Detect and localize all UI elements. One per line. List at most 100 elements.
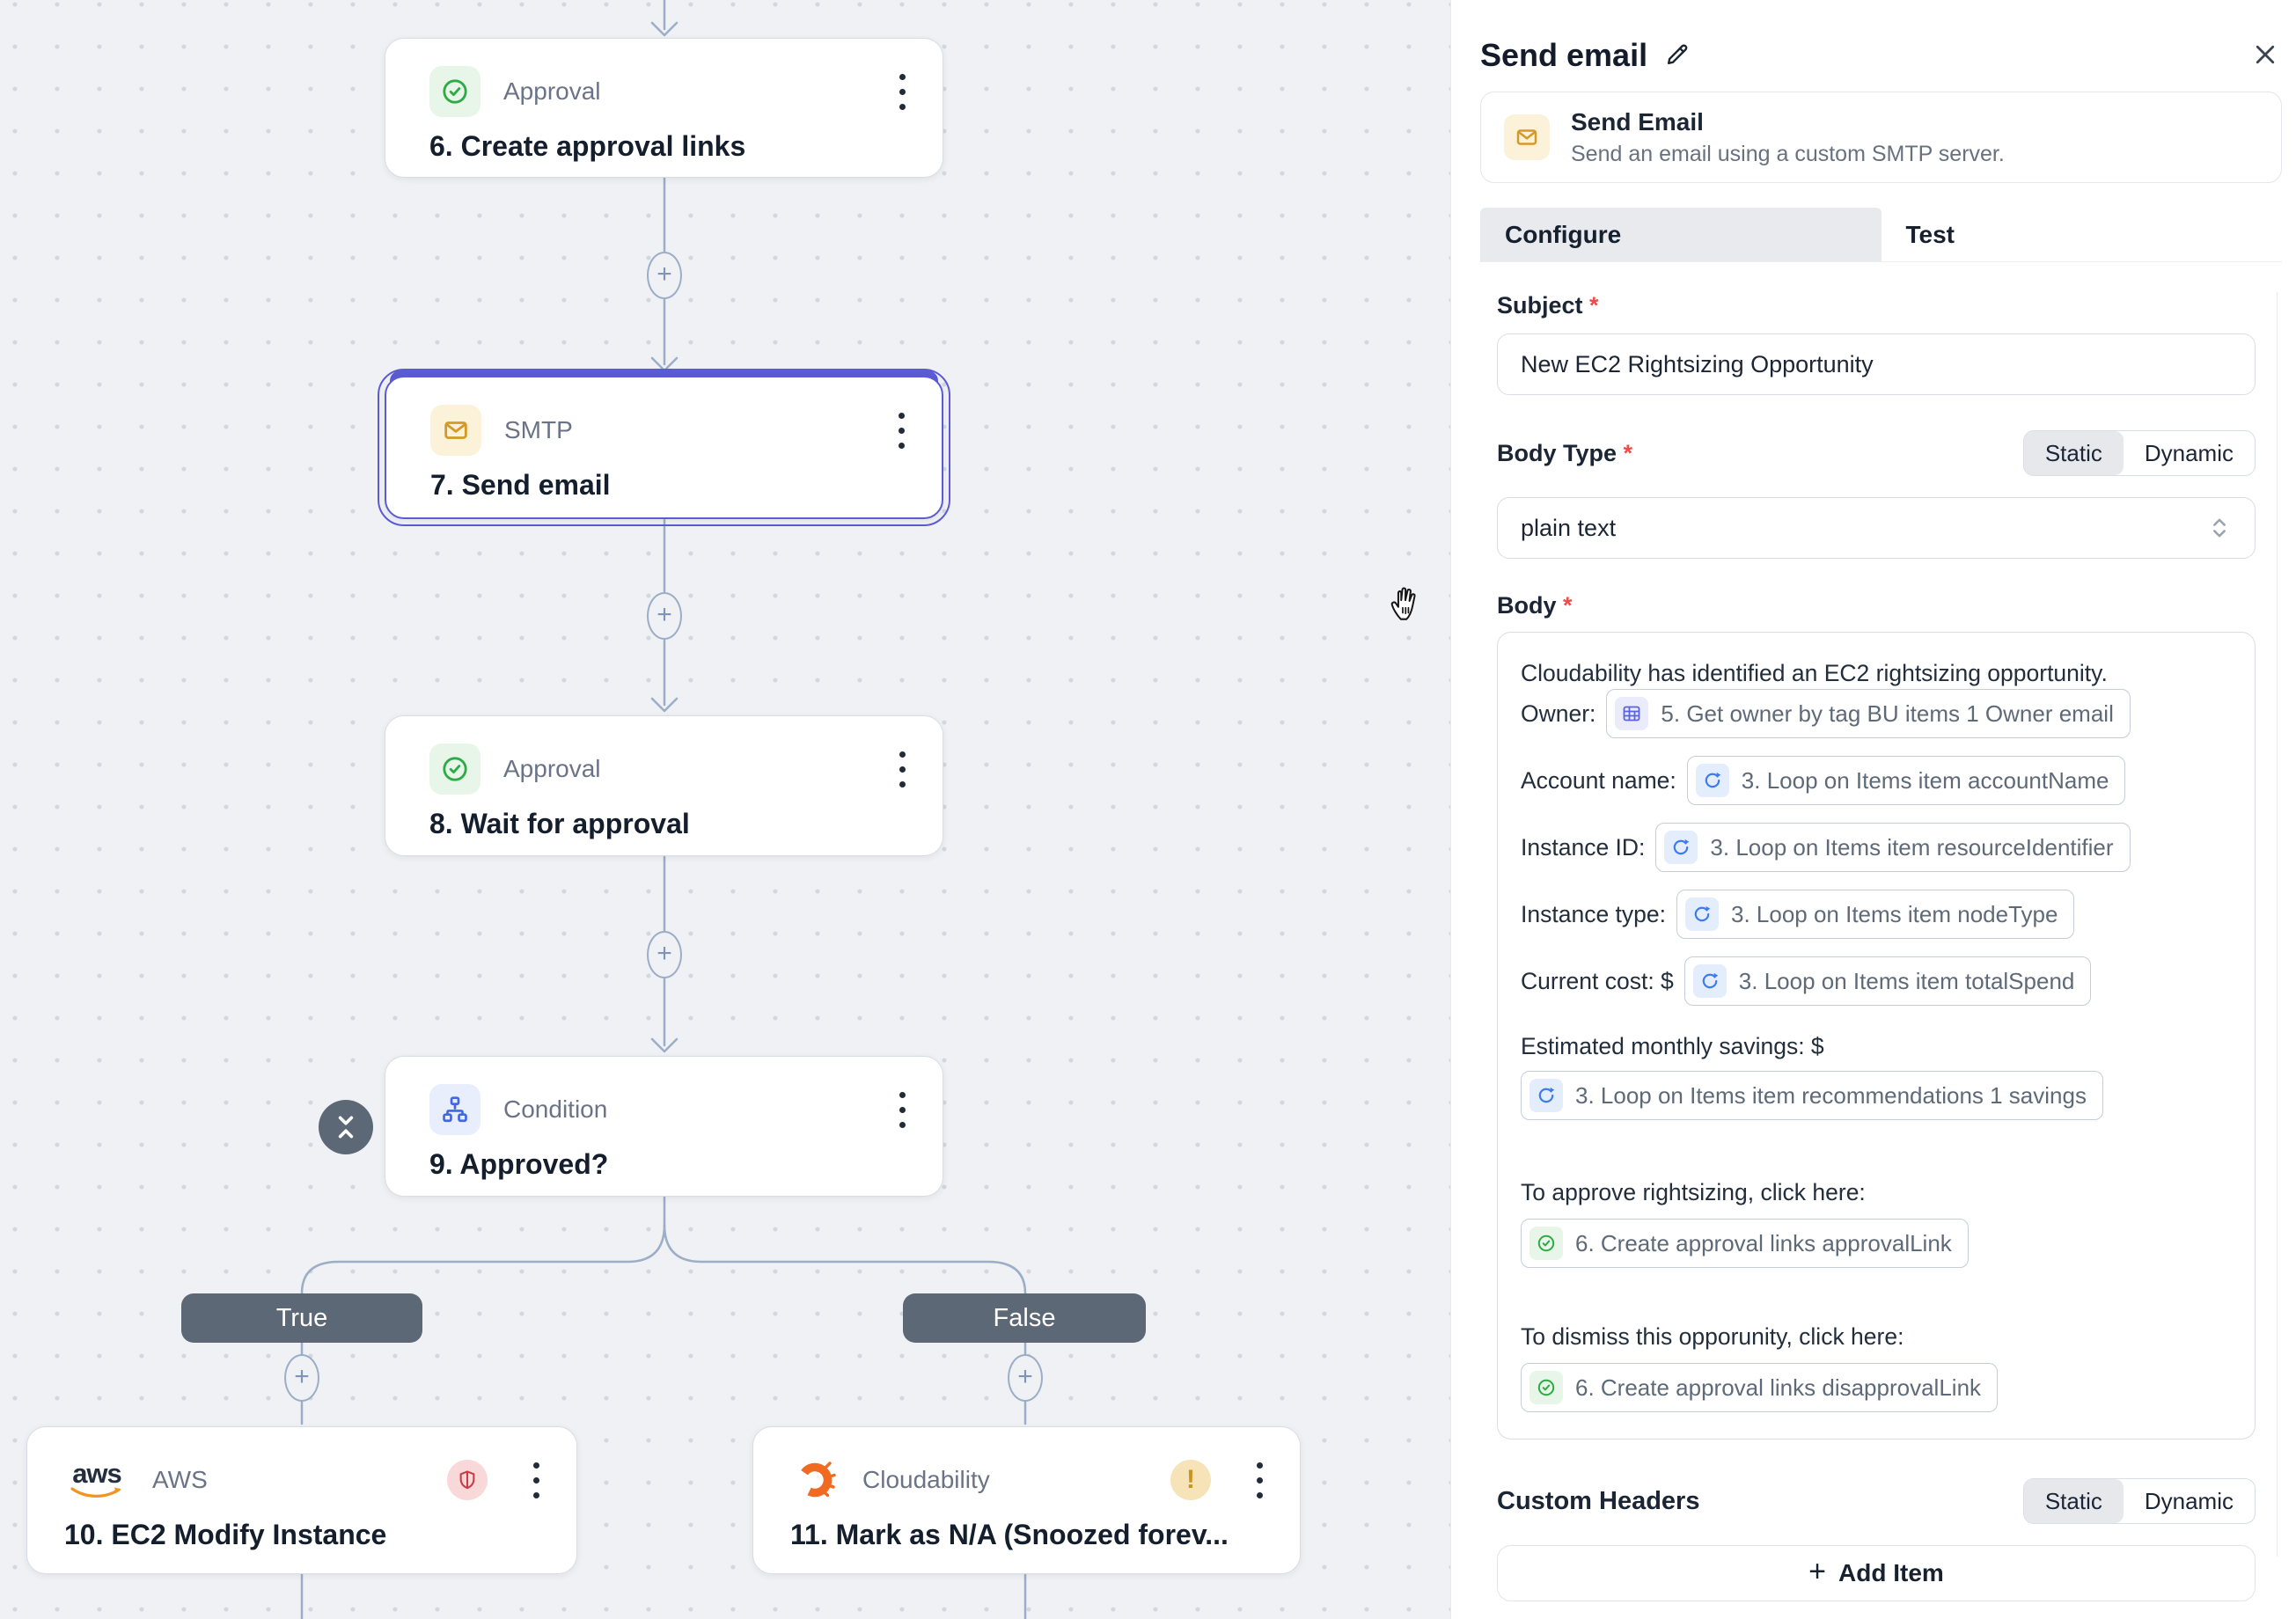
connector-edges [300, 0, 1027, 1619]
body-row-label: Current cost: $ [1521, 968, 1674, 994]
body-row-label: Owner: [1521, 700, 1596, 727]
node-menu-button[interactable] [893, 407, 910, 454]
token-chip[interactable]: 6. Create approval links disapprovalLink [1521, 1363, 1999, 1412]
token-chip[interactable]: 6. Create approval links approvalLink [1521, 1219, 1969, 1268]
close-panel-button[interactable] [2248, 38, 2282, 74]
tab-configure[interactable]: Configure [1480, 208, 1882, 261]
subject-label: Subject * [1497, 292, 1599, 319]
toggle-dynamic[interactable]: Dynamic [2144, 1487, 2234, 1514]
node-app-label: SMTP [504, 416, 573, 443]
token-chip-label: 6. Create approval links approvalLink [1575, 1229, 1952, 1256]
warning-badge: ! [1170, 1460, 1211, 1500]
savings-label: Estimated monthly savings: $ [1521, 1033, 1824, 1059]
body-editor[interactable]: Cloudability has identified an EC2 right… [1497, 632, 2256, 1440]
add-step-button[interactable]: + [647, 931, 682, 978]
approval-check-icon [1529, 1227, 1563, 1260]
cloudability-logo-icon [790, 1455, 840, 1505]
plus-icon: + [1017, 1362, 1033, 1391]
plus-icon: + [294, 1362, 310, 1391]
selection-ring [378, 369, 950, 526]
token-chip-label: 6. Create approval links disapprovalLink [1575, 1374, 1982, 1401]
node-app-label: Approval [503, 77, 601, 105]
body-row-label: Account name: [1521, 767, 1676, 794]
approval-check-icon [429, 66, 480, 117]
node-menu-button[interactable] [1251, 1457, 1268, 1504]
toggle-static[interactable]: Static [2023, 1479, 2124, 1523]
config-form: Subject * New EC2 Rightsizing Opportunit… [1480, 292, 2278, 1601]
node-menu-button[interactable] [528, 1457, 545, 1504]
shield-icon [459, 1470, 475, 1490]
node-create-approval-links[interactable]: Approval 6. Create approval links [385, 38, 943, 178]
token-chip[interactable]: 5. Get owner by tag BU items 1 Owner ema… [1606, 689, 2131, 738]
token-chip-label: 3. Loop on Items item nodeType [1731, 900, 2058, 927]
plus-icon: + [1808, 1555, 1827, 1588]
send-email-icon [1504, 114, 1550, 160]
loop-icon [1692, 964, 1727, 998]
node-send-email[interactable]: SMTP 7. Send email [385, 376, 943, 519]
subject-input[interactable]: New EC2 Rightsizing Opportunity [1497, 333, 2256, 395]
token-chip[interactable]: 3. Loop on Items item resourceIdentifier [1655, 823, 2131, 872]
add-step-button[interactable]: + [284, 1354, 319, 1402]
tab-test[interactable]: Test [1881, 208, 2282, 261]
branch-false-pill[interactable]: False [903, 1293, 1146, 1343]
body-label: Body * [1497, 592, 1573, 619]
add-item-label: Add Item [1838, 1559, 1944, 1586]
branch-false-label: False [993, 1303, 1056, 1332]
toggle-dynamic[interactable]: Dynamic [2144, 439, 2234, 466]
body-type-label: Body Type * [1497, 439, 1633, 466]
token-chip[interactable]: 3. Loop on Items item accountName [1686, 756, 2126, 805]
token-chip[interactable]: 3. Loop on Items item nodeType [1676, 890, 2075, 939]
node-app-label: AWS [152, 1466, 208, 1493]
collapse-vertical-icon [338, 1116, 354, 1139]
node-menu-button[interactable] [894, 1087, 911, 1133]
node-app-label: Cloudability [862, 1466, 990, 1493]
approve-label: To approve rightsizing, click here: [1521, 1179, 1866, 1205]
node-menu-button[interactable] [894, 69, 911, 115]
config-tabs: Configure Test [1480, 208, 2282, 262]
branch-true-label: True [275, 1303, 328, 1332]
token-chip-label: 3. Loop on Items item recommendations 1 … [1575, 1081, 2087, 1109]
condition-sitemap-icon [429, 1084, 480, 1135]
add-item-button[interactable]: + Add Item [1497, 1545, 2256, 1601]
token-chip-label: 3. Loop on Items item resourceIdentifier [1710, 833, 2114, 861]
body-type-toggle: Static Dynamic [2022, 430, 2256, 476]
token-chip-label: 3. Loop on Items item totalSpend [1738, 967, 2075, 994]
add-step-button[interactable]: + [647, 252, 682, 299]
edit-title-icon[interactable] [1663, 40, 1691, 73]
custom-headers-toggle: Static Dynamic [2022, 1478, 2256, 1524]
node-app-label: Condition [503, 1095, 608, 1123]
plus-icon: + [657, 600, 672, 629]
dismiss-label: To dismiss this opporunity, click here: [1521, 1323, 1904, 1350]
loop-icon [1695, 764, 1729, 797]
node-wait-for-approval[interactable]: Approval 8. Wait for approval [385, 715, 943, 856]
collapse-branch-button[interactable] [319, 1100, 373, 1154]
node-title: 11. Mark as N/A (Snoozed forev... [790, 1519, 1229, 1550]
node-ec2-modify-instance[interactable]: aws AWS 10. EC2 Modify Instance [26, 1426, 577, 1574]
step-config-panel: Send email Send Email Send an email usin… [1450, 0, 2296, 1619]
grab-hand-cursor [1390, 587, 1416, 620]
body-type-select[interactable]: plain text [1497, 497, 2256, 559]
node-title: 9. Approved? [429, 1148, 609, 1180]
table-icon [1615, 697, 1649, 730]
branch-true-pill[interactable]: True [181, 1293, 422, 1343]
add-step-button[interactable]: + [647, 592, 682, 640]
body-row-label: Instance ID: [1521, 834, 1646, 861]
token-chip[interactable]: 3. Loop on Items item totalSpend [1683, 956, 2092, 1006]
toggle-static[interactable]: Static [2023, 431, 2124, 475]
close-icon [2256, 45, 2275, 63]
node-condition-approved[interactable]: Condition 9. Approved? [385, 1056, 943, 1197]
node-mark-as-na[interactable]: Cloudability ! 11. Mark as N/A (Snoozed … [752, 1426, 1301, 1574]
workflow-canvas[interactable]: Approval 6. Create approval links SMTP 7… [0, 0, 1450, 1619]
select-chevrons-icon [2213, 518, 2226, 538]
add-step-button[interactable]: + [1008, 1354, 1043, 1402]
token-chip[interactable]: 3. Loop on Items item recommendations 1 … [1521, 1071, 2103, 1120]
loop-icon [1685, 897, 1719, 931]
loop-icon [1664, 831, 1698, 864]
node-title: 10. EC2 Modify Instance [64, 1519, 387, 1550]
action-info-card: Send Email Send an email using a custom … [1480, 92, 2282, 183]
custom-headers-label: Custom Headers [1497, 1486, 1700, 1515]
action-description: Send an email using a custom SMTP server… [1571, 141, 2005, 166]
subject-value: New EC2 Rightsizing Opportunity [1521, 350, 1874, 377]
node-menu-button[interactable] [894, 746, 911, 793]
